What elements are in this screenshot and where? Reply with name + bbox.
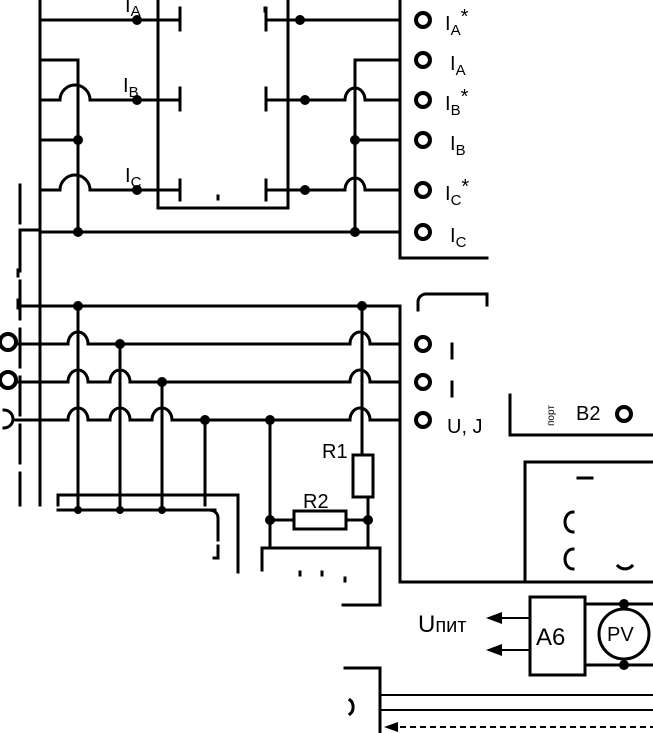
- resistor-r1-label: R1: [322, 441, 348, 463]
- voltmeter-label: PV: [607, 624, 634, 646]
- voltage-terminals: [414, 335, 454, 429]
- terminal-ib[interactable]: [414, 131, 432, 149]
- supply-section: Uпит A6 PV: [418, 595, 653, 677]
- phase-label-b: IB: [123, 75, 139, 101]
- label-ia: IA: [450, 53, 466, 79]
- voltage-verticals: [76, 304, 364, 550]
- terminal-ic[interactable]: [414, 223, 432, 241]
- resistor-r2-label: R2: [303, 491, 329, 513]
- junction-dots-upper: [73, 15, 360, 237]
- voltmeter-pv: [597, 607, 651, 661]
- phase-label-c: IC: [125, 165, 142, 191]
- current-terminals: [414, 11, 432, 241]
- label-ib: IB: [450, 133, 466, 159]
- label-ib-star: IB*: [445, 86, 469, 119]
- voltage-terminal-box-top: [416, 292, 489, 312]
- phase-a-current-line: [38, 6, 402, 32]
- terminal-ub[interactable]: [414, 373, 432, 391]
- terminal-ia-star[interactable]: [414, 11, 432, 29]
- voltage-terminal-box: [398, 304, 653, 584]
- partial-voltage-label: U, J: [447, 416, 483, 438]
- terminal-ua[interactable]: [414, 335, 432, 353]
- label-ia-star: IA*: [445, 6, 469, 39]
- voltage-line-b: [14, 368, 402, 384]
- b2-terminal[interactable]: [615, 405, 633, 423]
- port-block: порт B2: [508, 393, 653, 437]
- left-vertical-bus: [18, 0, 42, 507]
- phase-labels: IA IB IC: [123, 0, 142, 191]
- phase-c-current-line: [38, 173, 402, 202]
- b2-label: B2: [576, 403, 600, 425]
- transformer-block: [56, 493, 240, 574]
- label-ic: IC: [450, 225, 467, 251]
- return-bus-left: [38, 58, 402, 234]
- terminal-ic-star[interactable]: [414, 181, 432, 199]
- phase-label-a: IA: [125, 0, 141, 20]
- a6-block: [528, 595, 587, 677]
- terminal-ia[interactable]: [414, 51, 432, 69]
- load-block: [260, 546, 382, 607]
- left-partial-terminals: [0, 268, 20, 430]
- label-ic-star: IC*: [445, 176, 469, 209]
- resistor-r2: R2: [268, 491, 370, 531]
- terminal-ib-star[interactable]: [414, 91, 432, 109]
- return-bus-right: [353, 58, 402, 234]
- supply-label: Uпит: [418, 611, 467, 638]
- terminal-labels: IA* IA IB* IB IC* IC: [445, 6, 469, 251]
- phase-b-current-line: [38, 83, 402, 112]
- resistor-r1: R1: [322, 441, 375, 550]
- current-terminal-box: [398, 0, 489, 260]
- port-label: порт: [546, 405, 557, 426]
- bottom-block: [343, 666, 653, 733]
- terminal-uc[interactable]: [414, 411, 432, 429]
- junction-dots-lower: [73, 301, 373, 525]
- voltage-line-a: [14, 330, 402, 346]
- gs-block: [523, 460, 653, 582]
- meter-block: [156, 0, 290, 210]
- a6-label: A6: [536, 624, 565, 651]
